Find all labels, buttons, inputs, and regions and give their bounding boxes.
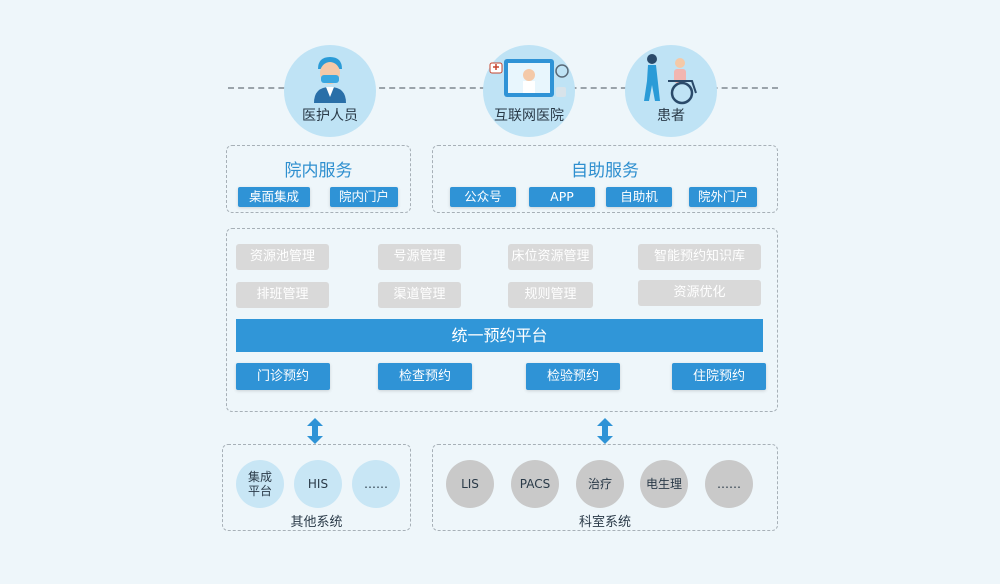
bed-resource-management[interactable]: 床位资源管理 [508,244,593,270]
inner-services-title: 院内服务 [284,161,353,181]
integration-platform-circle: 集成 平台 [236,460,284,508]
scheduling-management[interactable]: 排班管理 [236,282,329,308]
treatment-circle: 治疗 [576,460,624,508]
his-circle: HIS [294,460,342,508]
self-services-title: 自助服务 [571,161,639,181]
bidirectional-arrow-icon [597,418,613,444]
external-portal-button[interactable]: 院外门户 [689,187,757,207]
actor-medical-staff: 医护人员 [284,45,376,137]
internal-portal-button[interactable]: 院内门户 [330,187,398,207]
actor-label: 医护人员 [302,108,358,124]
appointment-platform-panel [226,228,778,412]
lab-test-booking-button[interactable]: 检验预约 [526,363,620,390]
dept-systems-panel [432,444,778,531]
bidirectional-arrow-icon [307,418,323,444]
resource-optimization[interactable]: 资源优化 [638,280,761,306]
rule-management[interactable]: 规则管理 [508,282,593,308]
actor-label: 互联网医院 [494,108,564,124]
dept-systems-label: 科室系统 [578,515,631,530]
actor-patient: 患者 [625,45,717,137]
more-systems-circle: …… [352,460,400,508]
desktop-integration-button[interactable]: 桌面集成 [238,187,310,207]
pacs-circle: PACS [511,460,559,508]
smart-booking-knowledge-base[interactable]: 智能预约知识库 [638,244,761,270]
outpatient-booking-button[interactable]: 门诊预约 [236,363,330,390]
number-source-management[interactable]: 号源管理 [378,244,461,270]
actor-online-hospital: 互联网医院 [483,45,575,137]
unified-booking-platform-bar: 统一预约平台 [236,319,763,352]
channel-management[interactable]: 渠道管理 [378,282,461,308]
examination-booking-button[interactable]: 检查预约 [378,363,472,390]
doctor-icon [314,57,346,103]
wechat-account-button[interactable]: 公众号 [450,187,516,207]
resource-pool-management[interactable]: 资源池管理 [236,244,329,270]
other-systems-panel [222,444,411,531]
self-services-panel: 自助服务 公众号 APP 自助机 院外门户 [432,145,778,213]
patient-wheelchair-icon [644,54,697,105]
kiosk-button[interactable]: 自助机 [606,187,672,207]
lis-circle: LIS [446,460,494,508]
other-systems-label: 其他系统 [290,515,343,530]
inner-services-panel: 院内服务 桌面集成 院内门户 [226,145,411,213]
more-dept-systems-circle: …… [705,460,753,508]
actor-label: 患者 [657,108,685,124]
electrophysiology-circle: 电生理 [640,460,688,508]
app-button[interactable]: APP [529,187,595,207]
inpatient-booking-button[interactable]: 住院预约 [672,363,766,390]
online-hospital-icon [489,59,569,97]
